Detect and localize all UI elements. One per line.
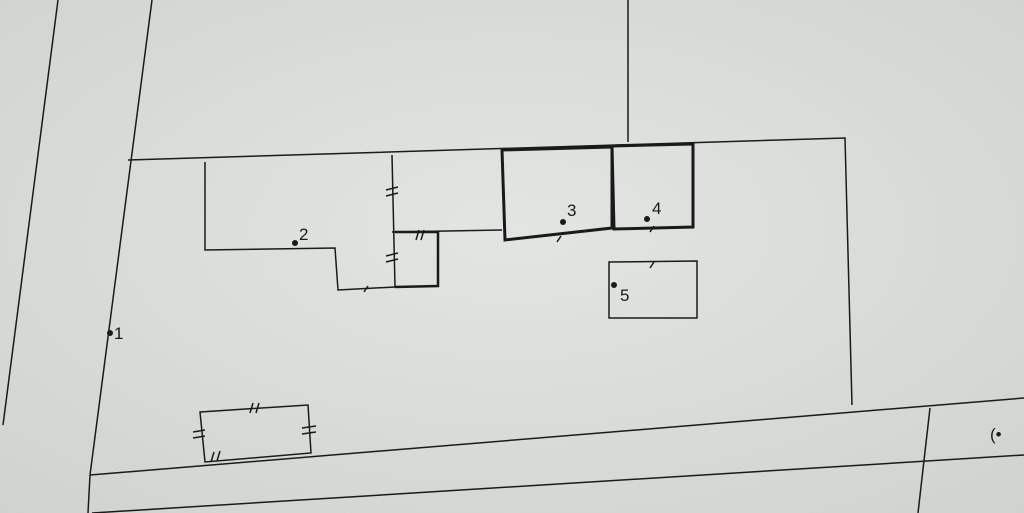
boundary-line [91,454,1024,513]
point-marker [560,219,566,225]
edge-mark: (• [990,425,1002,444]
point-label-1: 1 [114,324,123,343]
point-label-4: 4 [652,199,661,218]
boundary-line [87,474,91,513]
boundary-line [89,0,153,476]
point-label-5: 5 [620,286,629,305]
point-marker [611,282,617,288]
building-5 [608,260,698,319]
outbuilding [199,404,312,463]
building-2 [204,154,396,291]
point-marker [644,216,650,222]
buildings [199,142,698,463]
point-marker [292,240,298,246]
boundary-line [89,397,1024,476]
point-label-2: 2 [299,225,308,244]
building-wall [391,229,503,233]
survey-points [107,216,650,336]
boundary-line [2,0,59,426]
building-3 [500,145,614,242]
main-parcel-boundary [127,137,853,406]
wall-marks [192,186,655,463]
point-label-3: 3 [567,201,576,220]
building-4 [610,142,695,231]
point-marker [107,330,113,336]
